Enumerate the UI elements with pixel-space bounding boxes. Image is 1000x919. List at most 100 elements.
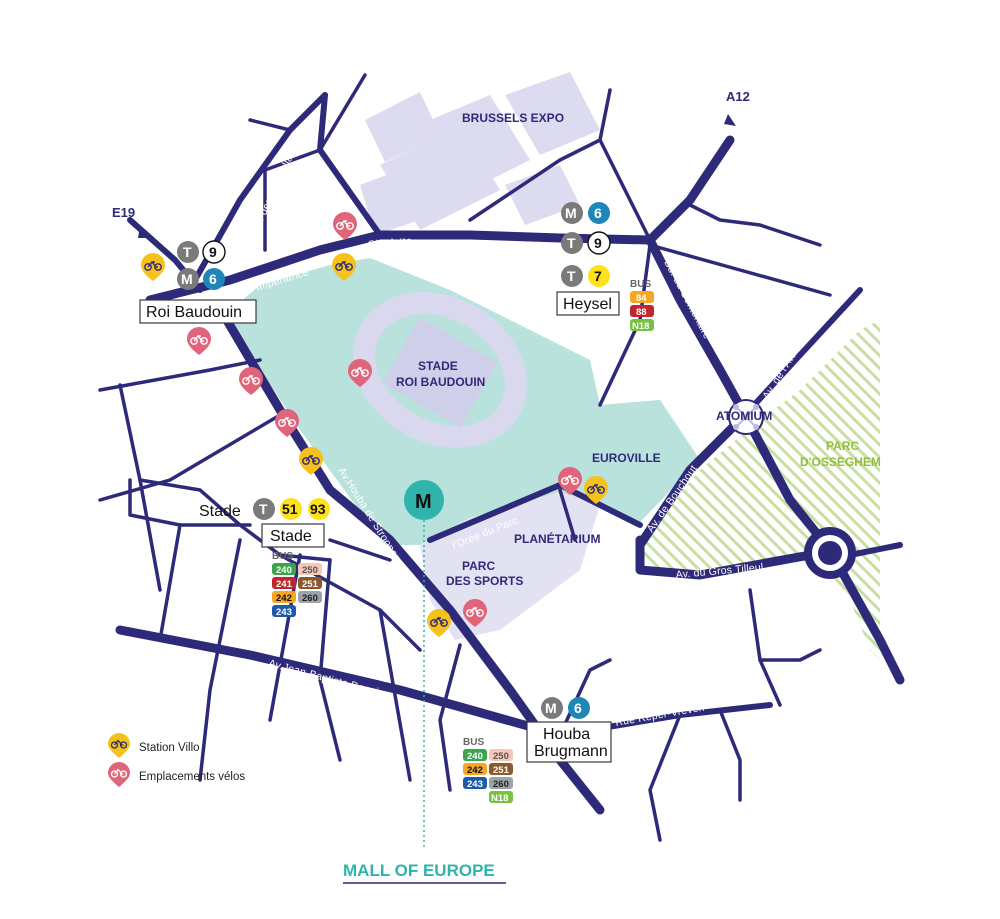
road-west-1 <box>98 358 262 392</box>
bus-line: 84 <box>636 293 647 304</box>
bus-line: N18 <box>491 793 508 804</box>
road-expo-1 <box>318 73 367 152</box>
expo-building-3 <box>430 95 530 190</box>
station-name-houba-1: Houba <box>543 726 590 743</box>
road-south-5 <box>748 588 782 707</box>
station-name-heysel: Heysel <box>563 296 612 313</box>
road-bouchout <box>635 410 750 550</box>
street-charlotte: Charlotte <box>367 235 412 251</box>
label-stade-2: ROI BAUDOUIN <box>396 375 485 389</box>
bus-line: 240 <box>276 565 292 576</box>
legend-velos <box>108 762 130 787</box>
tram-badge: T <box>567 235 576 251</box>
station-houba-brugmann[interactable]: M 6 Houba Brugmann BUS 240 250 242 251 2… <box>463 697 612 804</box>
bike-icon <box>302 454 320 465</box>
bike-icon <box>144 260 162 271</box>
bike-icon <box>336 219 354 230</box>
road-tilleul-east <box>847 542 903 558</box>
bike-icon <box>242 374 260 385</box>
bus-line: 251 <box>493 765 510 776</box>
line-6-badge: 6 <box>594 205 602 221</box>
road-south-6 <box>758 648 822 662</box>
bus-heading: BUS <box>463 737 484 748</box>
a12-arrow-icon <box>724 114 736 126</box>
station-stade[interactable]: Stade T 51 93 Stade BUS 240 250 241 251 … <box>199 498 330 618</box>
station-name-stade-prefix: Stade <box>199 503 241 520</box>
roundabout <box>804 527 856 579</box>
bike-parking-pin[interactable] <box>333 212 357 240</box>
metro-badge: M <box>565 205 577 221</box>
villo-station-pin[interactable] <box>332 253 356 281</box>
bike-parking-pin[interactable] <box>275 409 299 437</box>
line-9-badge: 9 <box>594 235 602 251</box>
park-osseghem <box>640 320 880 660</box>
road-east-1 <box>648 243 832 297</box>
road-west-10 <box>328 538 392 562</box>
road-expo-3 <box>598 138 652 242</box>
bike-icon <box>110 739 128 749</box>
station-name-houba-2: Brugmann <box>534 743 608 760</box>
bus-line: 88 <box>636 307 647 318</box>
park-euroville <box>580 400 700 522</box>
highway-labels: E19 A12 <box>112 89 750 220</box>
metro-badge: M <box>545 700 557 716</box>
bike-icon <box>278 416 296 427</box>
road-west-4 <box>138 478 332 562</box>
parc-des-sports <box>420 492 600 640</box>
tram-badge: T <box>183 244 192 260</box>
line-93-badge: 93 <box>310 501 326 517</box>
legend: Station Villo Emplacements vélos <box>108 733 245 787</box>
villo-station-pin[interactable] <box>141 253 165 281</box>
road-west-12 <box>378 608 412 782</box>
bus-line: 241 <box>276 579 293 590</box>
bus-line: 260 <box>302 593 318 604</box>
villo-station-pin[interactable] <box>427 609 451 637</box>
bus-line: 240 <box>467 751 483 762</box>
road-west-3 <box>98 413 282 502</box>
bus-line: 243 <box>276 607 292 618</box>
bus-heading: BUS <box>272 551 293 562</box>
station-roi-baudouin[interactable]: T 9 M 6 Roi Baudouin <box>139 240 257 324</box>
bike-parking-pin[interactable] <box>187 327 211 355</box>
line-6-badge: 6 <box>209 271 217 287</box>
bike-icon <box>466 606 484 617</box>
line-7-badge: 7 <box>594 268 602 284</box>
bike-parking-pin[interactable] <box>558 467 582 495</box>
label-atomium: ATOMIUM <box>716 409 772 423</box>
bike-icon <box>190 334 208 345</box>
bike-parking-pin[interactable] <box>463 599 487 627</box>
road-centenaire <box>645 235 750 420</box>
bike-parking-pin[interactable] <box>348 359 372 387</box>
area-labels: BRUSSELS EXPO STADE ROI BAUDOUIN EUROVIL… <box>396 111 881 588</box>
station-heysel[interactable]: M 6 T 9 T 7 Heysel BUS 84 88 N18 <box>556 202 654 332</box>
road-expo-2 <box>468 88 612 222</box>
road-magnolias <box>192 92 328 283</box>
line-9-badge: 9 <box>209 244 217 260</box>
tram-badge: T <box>567 268 576 284</box>
stade-roi-baudouin <box>353 292 527 448</box>
atomium-icon <box>728 399 764 435</box>
road-east-2 <box>688 203 822 247</box>
expo-building-6 <box>360 170 420 235</box>
road-west-7 <box>198 538 242 782</box>
villo-station-pin[interactable] <box>299 447 323 475</box>
road-west-6 <box>158 523 182 642</box>
mall-marker: M <box>415 491 432 513</box>
e19-arrow-icon <box>138 226 148 238</box>
bike-parking-pin[interactable] <box>239 367 263 395</box>
tram-badge: T <box>259 501 268 517</box>
road-west-9 <box>318 558 342 762</box>
bus-line: 243 <box>467 779 483 790</box>
bus-line: 242 <box>276 593 292 604</box>
road-gros-tilleul <box>635 535 815 580</box>
villo-station-pin[interactable] <box>584 476 608 504</box>
road-north-2 <box>263 148 322 252</box>
mall-of-europe[interactable]: M MALL OF EUROPE <box>343 480 506 884</box>
street-magnolias: Av. des Magnolias <box>250 148 298 233</box>
road-atomium-av <box>742 287 863 418</box>
bike-icon <box>587 483 605 494</box>
bus-line: N18 <box>632 321 649 332</box>
bike-icon <box>561 474 579 485</box>
